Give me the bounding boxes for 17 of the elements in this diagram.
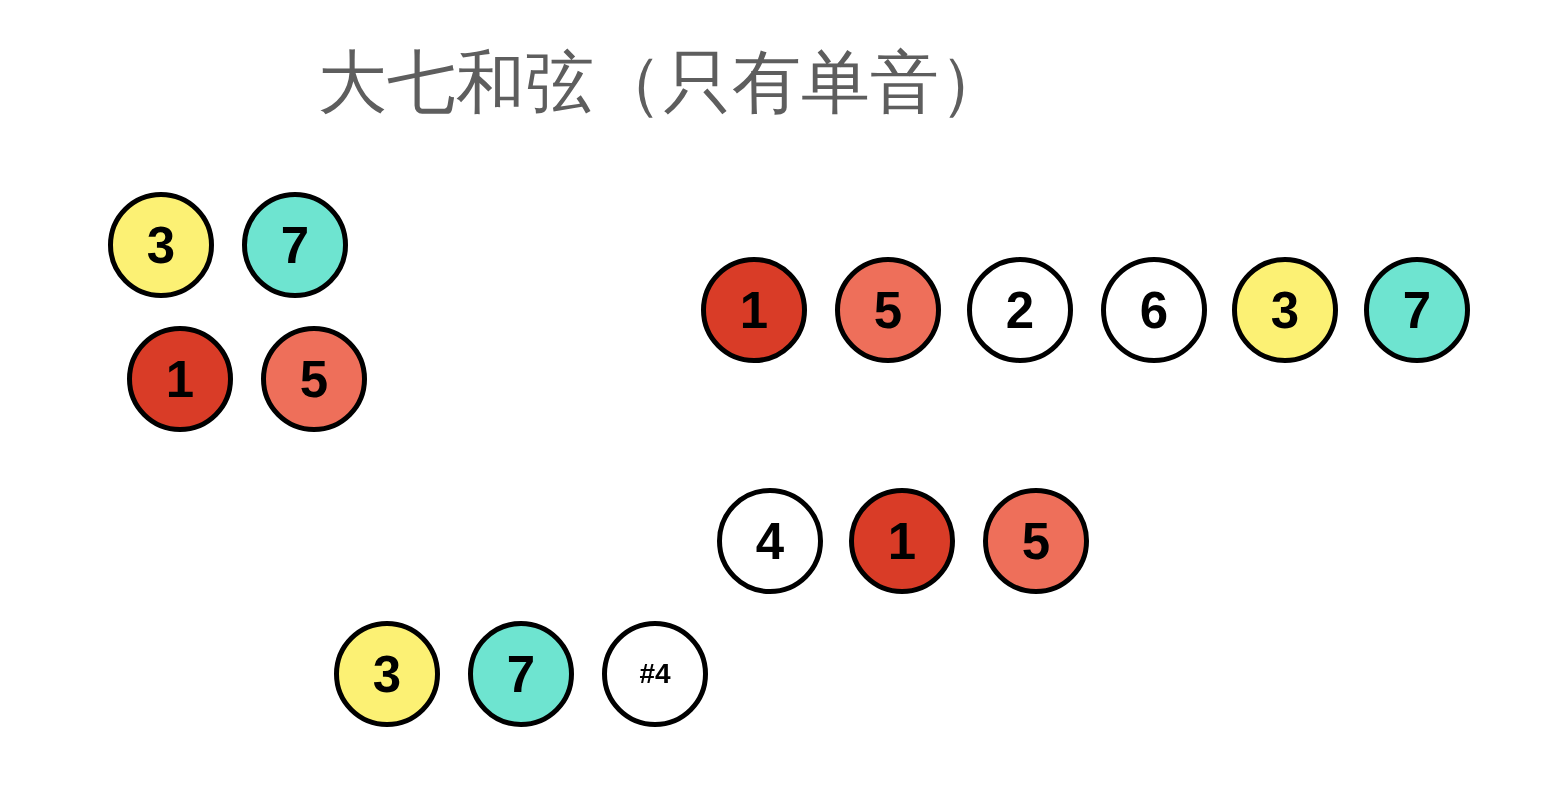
number-circle: 6 — [1101, 257, 1207, 363]
number-circle: 7 — [468, 621, 574, 727]
number-circle: 1 — [127, 326, 233, 432]
number-circle: 4 — [717, 488, 823, 594]
number-circle: 5 — [983, 488, 1089, 594]
number-circle: 1 — [849, 488, 955, 594]
number-circle: 3 — [334, 621, 440, 727]
number-circle: 5 — [835, 257, 941, 363]
title: 大七和弦（只有单音） — [318, 44, 1008, 120]
number-circle: 7 — [242, 192, 348, 298]
number-circle: #4 — [602, 621, 708, 727]
number-circle: 3 — [1232, 257, 1338, 363]
number-circle: 3 — [108, 192, 214, 298]
number-circle: 7 — [1364, 257, 1470, 363]
number-circle: 2 — [967, 257, 1073, 363]
number-circle: 5 — [261, 326, 367, 432]
number-circle: 1 — [701, 257, 807, 363]
